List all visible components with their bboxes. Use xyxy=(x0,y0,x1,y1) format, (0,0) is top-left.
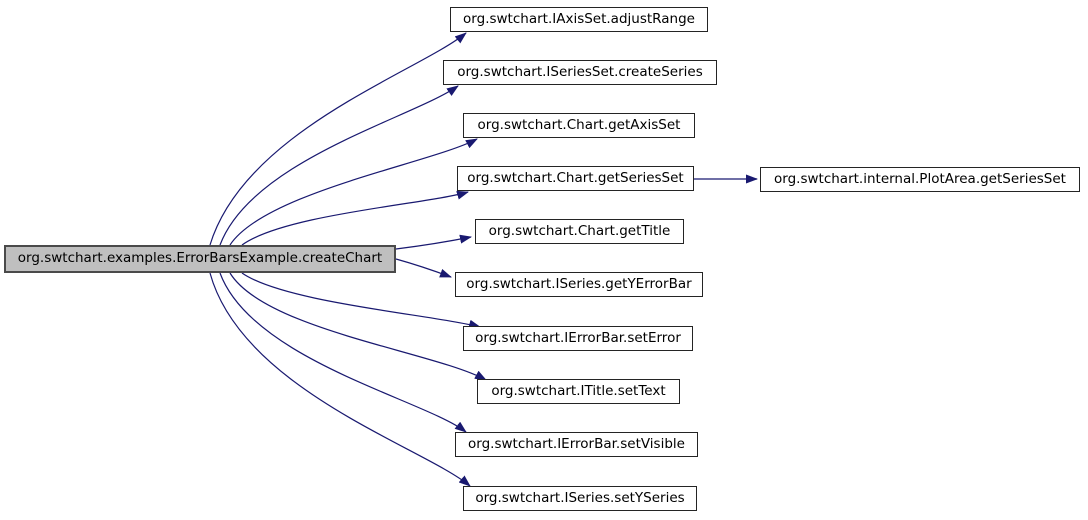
edge-createchart-seterror xyxy=(241,272,481,329)
node-chart-gettitle[interactable]: org.swtchart.Chart.getTitle xyxy=(475,219,684,244)
node-ierrorbar-seterror[interactable]: org.swtchart.IErrorBar.setError xyxy=(463,326,693,351)
node-chart-getseriesset[interactable]: org.swtchart.Chart.getSeriesSet xyxy=(457,166,694,191)
edge-createchart-getaxisset xyxy=(229,138,478,246)
node-iseriesset-createseries[interactable]: org.swtchart.ISeriesSet.createSeries xyxy=(443,60,717,85)
node-ititle-settext[interactable]: org.swtchart.ITitle.setText xyxy=(477,379,680,404)
node-iaxisset-adjustrange[interactable]: org.swtchart.IAxisSet.adjustRange xyxy=(450,7,708,32)
node-iseries-setyseries[interactable]: org.swtchart.ISeries.setYSeries xyxy=(463,486,697,511)
edge-createchart-adjustrange xyxy=(209,32,467,246)
edge-createchart-getyerrorbar xyxy=(395,258,452,278)
edge-createchart-gettitle xyxy=(395,234,472,250)
edge-createchart-settext xyxy=(229,272,487,381)
node-iseries-getyerrorbar[interactable]: org.swtchart.ISeries.getYErrorBar xyxy=(455,272,703,297)
node-plotarea-getseriesset[interactable]: org.swtchart.internal.PlotArea.getSeries… xyxy=(760,167,1080,192)
edge-createchart-setyseries xyxy=(209,272,471,487)
node-ierrorbar-setvisible[interactable]: org.swtchart.IErrorBar.setVisible xyxy=(455,432,698,457)
edge-createchart-setvisible xyxy=(219,272,467,433)
node-chart-getaxisset[interactable]: org.swtchart.Chart.getAxisSet xyxy=(463,113,695,138)
edge-createchart-createseries xyxy=(219,85,459,246)
edge-createchart-getseriesset xyxy=(241,190,469,246)
node-errorbarsexample-createchart: org.swtchart.examples.ErrorBarsExample.c… xyxy=(4,245,396,273)
